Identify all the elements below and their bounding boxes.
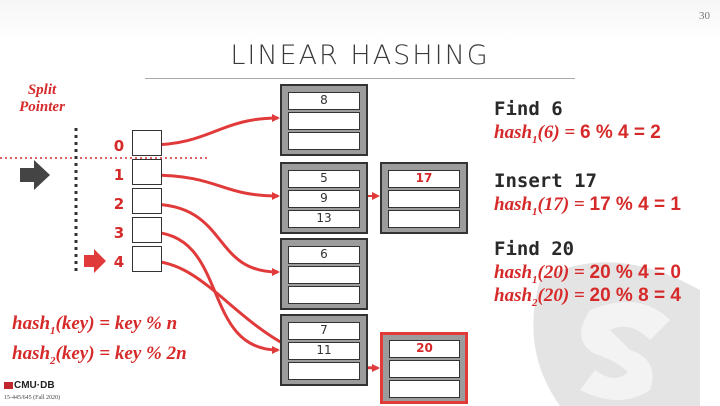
op-formula: hash1(17) = 17 % 4 = 1 <box>494 194 681 218</box>
bucket-slot: 8 <box>288 92 360 110</box>
course-label: 15-445/645 (Fall 2020) <box>4 395 60 401</box>
dir-index-3: 3 <box>113 224 125 242</box>
pointer-0 <box>148 114 280 147</box>
bucket-slot: 7 <box>288 322 360 340</box>
bucket-slot <box>288 266 360 284</box>
op-head-find-20: Find 20 <box>494 238 575 260</box>
logo-icon <box>4 382 13 389</box>
bucket-4: 20 <box>380 332 468 404</box>
bucket-slot <box>288 286 360 304</box>
hash-definition-2: hash2(key) = key % 2n <box>12 343 187 367</box>
dir-slot <box>132 130 162 156</box>
op-formula: hash2(20) = 20 % 8 = 4 <box>494 285 681 309</box>
next-split-arrow <box>84 249 106 273</box>
bucket-0: 8 <box>280 84 368 156</box>
split-pointer-label-line: Split <box>27 82 57 98</box>
dir-index-4: 4 <box>113 253 125 271</box>
split-pointer-label: Split Pointer <box>6 82 78 116</box>
op-formula: hash1(20) = 20 % 4 = 0 <box>494 262 681 286</box>
dir-index-2: 2 <box>113 195 125 213</box>
pointer-1 <box>148 173 280 200</box>
dir-index-1: 1 <box>113 166 125 184</box>
op-head-find-6: Find 6 <box>494 98 563 120</box>
bucket-2: 6 <box>280 238 368 310</box>
bucket-slot <box>288 132 360 150</box>
bucket-slot <box>288 112 360 130</box>
bucket-slot: 13 <box>288 210 360 228</box>
bucket-slot <box>389 380 460 398</box>
bucket-slot: 5 <box>288 170 360 188</box>
op-head-insert-17: Insert 17 <box>494 170 597 192</box>
bucket-slot <box>389 360 460 378</box>
dir-slot <box>132 217 162 243</box>
op-formula: hash1(6) = 6 % 4 = 2 <box>494 122 661 146</box>
directory <box>132 130 162 272</box>
cmu-db-logo: CMU·DB <box>4 380 55 391</box>
page-number: 30 <box>699 10 710 22</box>
dir-index-0: 0 <box>113 137 125 155</box>
bucket-overflow: 17 <box>380 162 468 234</box>
title-rule <box>145 78 575 79</box>
dir-slot <box>132 188 162 214</box>
hash-definition-1: hash1(key) = key % n <box>12 313 178 337</box>
dir-slot <box>132 159 162 185</box>
bucket-3: 7 11 <box>280 314 368 386</box>
bucket-slot: 11 <box>288 342 360 360</box>
dir-slot <box>132 246 162 272</box>
watermark-logo <box>533 262 700 406</box>
bucket-slot <box>388 190 460 208</box>
split-pointer-arrow <box>20 160 50 190</box>
pointer-2 <box>148 202 280 276</box>
split-pointer-label-line: Pointer <box>19 99 65 115</box>
bucket-slot <box>388 210 460 228</box>
bucket-1: 5 9 13 <box>280 162 368 234</box>
slide-title: LINEAR HASHING <box>230 40 490 71</box>
bucket-slot <box>288 362 360 380</box>
bucket-slot: 6 <box>288 246 360 264</box>
bucket-slot: 20 <box>389 340 460 358</box>
bucket-slot: 17 <box>388 170 460 188</box>
bucket-slot: 9 <box>288 190 360 208</box>
